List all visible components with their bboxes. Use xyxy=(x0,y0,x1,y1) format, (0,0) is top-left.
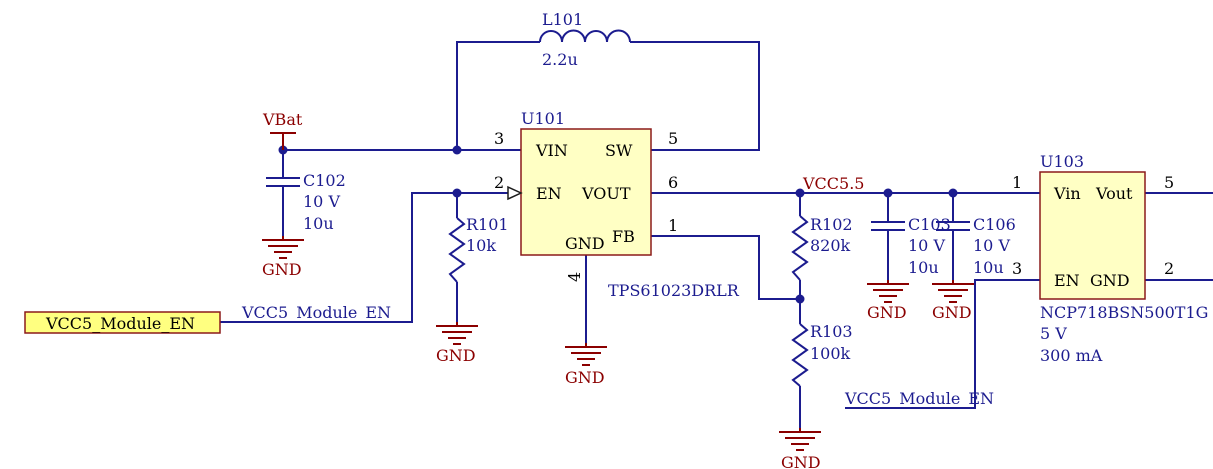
ground-r101: GND xyxy=(436,322,478,365)
gnd-label: GND xyxy=(262,260,302,279)
c106-designator: C106 xyxy=(973,215,1016,234)
c106-voltage: 10 V xyxy=(973,236,1010,255)
u101-pin-number: 4 xyxy=(565,272,584,282)
u103-current: 300 mA xyxy=(1040,346,1103,365)
module-en-port-label: VCC5_Module_EN xyxy=(45,314,195,333)
u103-designator: U103 xyxy=(1040,152,1084,171)
u101-pin-vin-label: VIN xyxy=(535,141,568,160)
r101-designator: R101 xyxy=(466,215,509,234)
u103-pin-en-label: EN xyxy=(1054,271,1080,290)
gnd-label: GND xyxy=(436,346,476,365)
capacitor-c103[interactable]: C103 10 V 10u xyxy=(871,215,951,277)
gnd-label: GND xyxy=(867,303,907,322)
u101-pin-number: 3 xyxy=(494,129,504,148)
en-input-arrow-icon xyxy=(507,185,523,201)
u101-pin-gnd-label: GND xyxy=(565,234,605,253)
junction-dot xyxy=(795,188,805,198)
r102-value: 820k xyxy=(810,236,851,255)
u101-chip[interactable]: U101 TPS61023DRLR VIN SW EN VOUT GND FB … xyxy=(494,109,740,300)
c103-voltage: 10 V xyxy=(908,236,945,255)
u103-pin-number: 2 xyxy=(1164,259,1174,278)
r101-value: 10k xyxy=(466,236,496,255)
module-en-net-label: VCC5_Module_EN xyxy=(241,303,391,322)
gnd-label: GND xyxy=(565,368,605,387)
c102-value: 10u xyxy=(303,214,334,233)
u101-pin-fb-label: FB xyxy=(612,227,635,246)
c103-designator: C103 xyxy=(908,215,951,234)
junction-dot xyxy=(452,145,462,155)
u101-designator: U101 xyxy=(521,109,565,128)
gnd-label: GND xyxy=(781,453,821,469)
u101-pin-number: 5 xyxy=(668,129,678,148)
junction-dot xyxy=(948,188,958,198)
u103-pin-number: 5 xyxy=(1164,173,1174,192)
vbat-label: VBat xyxy=(262,110,303,129)
u101-pin-vout-label: VOUT xyxy=(581,184,631,203)
resistor-r101[interactable]: R101 10k xyxy=(448,215,509,283)
junction-dot xyxy=(452,188,462,198)
module-en-port[interactable]: VCC5_Module_EN xyxy=(24,311,221,334)
c102-voltage: 10 V xyxy=(303,192,340,211)
u101-part: TPS61023DRLR xyxy=(608,281,740,300)
junction-dot xyxy=(883,188,893,198)
u103-pin-vin-label: Vin xyxy=(1053,184,1081,203)
module-en-net-label-u103: VCC5_Module_EN xyxy=(844,389,994,408)
l101-designator: L101 xyxy=(542,10,583,29)
gnd-label: GND xyxy=(932,303,972,322)
junction-dot xyxy=(795,294,805,304)
junctions xyxy=(278,145,958,304)
capacitor-c102[interactable]: C102 10 V 10u xyxy=(266,171,346,233)
ground-u101: GND xyxy=(565,343,607,387)
vcc55-net-label: VCC5.5 xyxy=(802,174,864,193)
u101-pin-number: 1 xyxy=(668,216,678,235)
u101-pin-en-label: EN xyxy=(536,184,562,203)
u103-part: NCP718BSN500T1G xyxy=(1040,303,1208,322)
resistor-r102[interactable]: R102 820k xyxy=(791,215,853,281)
u103-pin-number: 3 xyxy=(1012,259,1022,278)
r103-designator: R103 xyxy=(810,322,853,341)
u103-pin-number: 1 xyxy=(1012,173,1022,192)
inductor-l101[interactable]: L101 2.2u xyxy=(539,10,631,69)
u101-pin-number: 6 xyxy=(668,173,678,192)
capacitor-c106[interactable]: C106 10 V 10u xyxy=(936,215,1016,277)
c106-value: 10u xyxy=(973,258,1004,277)
r102-designator: R102 xyxy=(810,215,853,234)
ground-r103: GND xyxy=(779,428,821,469)
c102-designator: C102 xyxy=(303,171,346,190)
resistor-r103[interactable]: R103 100k xyxy=(791,322,853,387)
ground-c106: GND xyxy=(932,280,974,322)
u103-pin-gnd-label: GND xyxy=(1090,271,1130,290)
c103-value: 10u xyxy=(908,258,939,277)
ground-c102: GND xyxy=(262,236,304,279)
u103-voltage: 5 V xyxy=(1040,324,1067,343)
vbat-power-port: VBat xyxy=(262,110,303,150)
ground-c103: GND xyxy=(867,280,909,322)
u103-pin-vout-label: Vout xyxy=(1095,184,1133,203)
u101-pin-sw-label: SW xyxy=(605,141,633,160)
l101-value: 2.2u xyxy=(542,50,578,69)
r103-value: 100k xyxy=(810,344,851,363)
u103-chip[interactable]: U103 Vin Vout EN GND 1 5 3 2 NCP718BSN50… xyxy=(1012,152,1208,365)
u101-pin-number: 2 xyxy=(494,173,504,192)
